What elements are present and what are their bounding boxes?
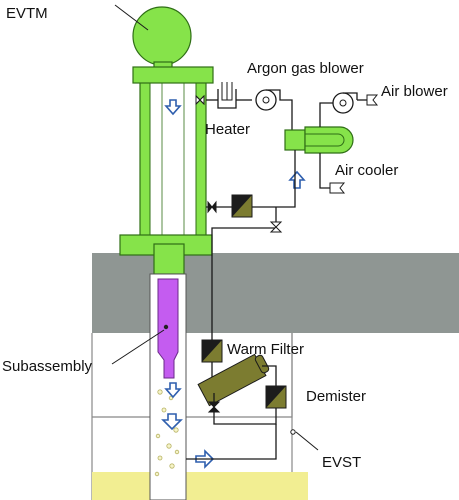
label-argon-gas-blower: Argon gas blower (247, 60, 364, 77)
valve-branch (269, 221, 283, 233)
evst-point (290, 429, 296, 435)
air-blower-hub (339, 99, 347, 107)
leader-subassembly (111, 329, 165, 365)
label-warm-filter: Warm Filter (227, 341, 304, 358)
air-exhaust-pipe (319, 153, 330, 189)
label-demister: Demister (306, 388, 367, 405)
warm-filter-left-dark (202, 340, 222, 362)
air-exhaust-nozzle (329, 182, 346, 194)
air-cooler-coil (304, 126, 354, 154)
gas-bubbles (154, 389, 180, 477)
label-air-blower: Air blower (381, 83, 448, 100)
pipe-injection (186, 424, 277, 460)
air-blower-outlet (343, 92, 358, 100)
pool-surface (92, 472, 308, 500)
valve-return-left (207, 200, 217, 214)
pipe-filter-to-demister (262, 365, 277, 386)
floor-slab (92, 253, 459, 333)
demister-dark (266, 386, 286, 408)
valve-top-body (195, 94, 205, 106)
pipe-air-blower-to-cooler (319, 102, 333, 127)
label-subassembly: Subassembly (2, 358, 93, 375)
label-evtm: EVTM (6, 5, 48, 22)
label-evst: EVST (322, 454, 362, 471)
air-cooler-coil-inner (305, 133, 345, 147)
subassembly-dot (163, 324, 169, 330)
heater-box (217, 89, 237, 109)
argon-blower-hub (262, 96, 270, 104)
gripper (153, 243, 185, 275)
evtm-ball (132, 6, 192, 66)
pipe-argon-blower-to-cooler (279, 97, 293, 130)
leader-evtm (114, 4, 149, 31)
warm-filter-angled (197, 353, 270, 407)
heater-element (221, 82, 233, 101)
air-inlet-nozzle (366, 94, 379, 106)
subassembly-body (157, 278, 179, 379)
argon-blower-outlet (266, 89, 281, 97)
leader-evst (295, 431, 319, 451)
return-filter-dark (232, 195, 252, 217)
evtm-top-flange (132, 66, 214, 84)
label-air-cooler: Air cooler (335, 162, 399, 179)
pipe-branch-down (211, 207, 277, 340)
valve-warm-filter (207, 401, 221, 413)
label-heater: Heater (205, 121, 251, 138)
air-cooler-body (284, 129, 306, 151)
